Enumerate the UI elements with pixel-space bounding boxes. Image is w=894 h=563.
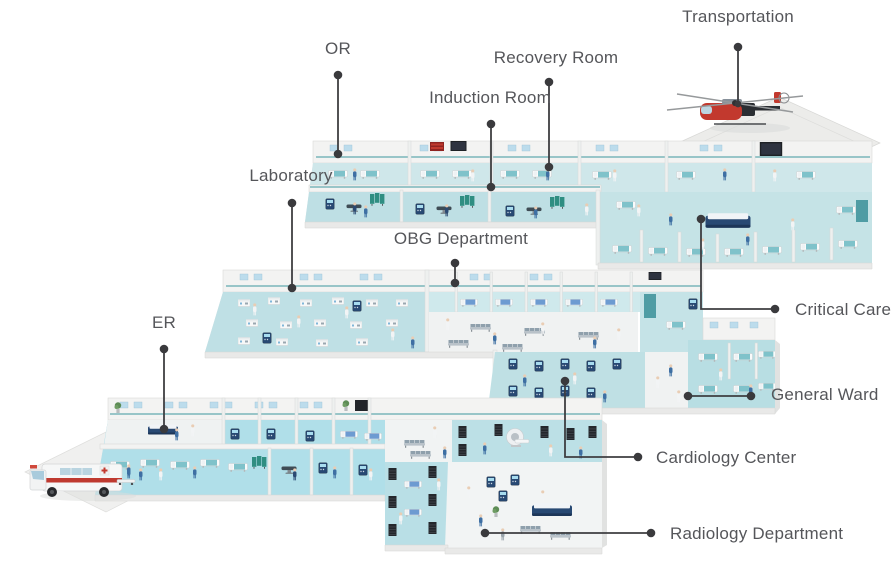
emergency-sign: [430, 142, 444, 151]
curtain: [856, 200, 868, 222]
ambulance: [29, 463, 143, 501]
light-bar: [30, 465, 37, 469]
anesthesia-machine: [415, 203, 425, 215]
monitor-cart: [358, 464, 368, 476]
lab-bench: [314, 319, 326, 327]
anesthesia-machine: [505, 205, 515, 217]
treatment-station: [534, 387, 544, 399]
surgical-back-wall: [312, 140, 873, 164]
lab-analyzer: [352, 300, 362, 312]
imaging-console: [510, 474, 520, 486]
helicopter-shadow: [710, 123, 790, 133]
doorway: [355, 400, 369, 411]
lab-bench: [386, 319, 398, 327]
equipment-rack: [458, 426, 467, 438]
label-cardiology-center: Cardiology Center: [656, 448, 797, 467]
callout-obg-department: [450, 258, 460, 288]
xray-equipment: [388, 496, 397, 508]
wall-display: [450, 141, 467, 151]
lab-bench: [280, 321, 292, 329]
radiology-hall-floor: [445, 462, 602, 548]
label-critical-care: Critical Care: [795, 300, 892, 319]
label-induction-room: Induction Room: [429, 88, 551, 107]
ambulance-stripe: [42, 478, 122, 483]
ambulance-shadow: [40, 491, 136, 501]
lab-bench: [238, 337, 250, 345]
monitor-cart: [230, 428, 240, 440]
treatment-station: [612, 358, 622, 370]
emergency-floor: [24, 397, 607, 555]
nurse-station: [705, 213, 751, 228]
lab-bench: [350, 321, 362, 329]
label-general-ward: General Ward: [771, 385, 879, 404]
label-recovery-room: Recovery Room: [493, 48, 619, 67]
imaging-console: [498, 490, 508, 502]
xray-equipment: [388, 524, 397, 536]
callout-recovery-room: [544, 77, 554, 172]
equipment-rack: [566, 428, 575, 440]
diagnostic-floor: [204, 269, 780, 415]
monitor-cart: [318, 462, 328, 474]
monitor-cart: [266, 428, 276, 440]
xray-equipment: [388, 468, 397, 480]
lab-bench: [268, 297, 280, 305]
ward-corridor: [645, 352, 688, 408]
lab-bench: [396, 299, 408, 307]
treatment-station: [534, 360, 544, 372]
equipment-rack: [588, 426, 597, 438]
equipment-rack: [494, 424, 503, 436]
general-ward-floor: [688, 340, 775, 408]
equipment-rack: [458, 444, 467, 456]
label-laboratory: Laboratory: [249, 166, 333, 185]
wall-display: [759, 142, 783, 156]
anesthesia-machine: [325, 198, 335, 210]
label-er: ER: [151, 313, 177, 332]
treatment-station: [586, 387, 596, 399]
callouts: [159, 42, 780, 538]
callout-er: [159, 344, 169, 434]
monitor-cart: [688, 298, 698, 310]
surgical-floor: [304, 140, 873, 270]
callout-critical-care: [696, 214, 780, 314]
lab-bench: [246, 319, 258, 327]
lab-bench: [356, 338, 368, 346]
callout-induction-room: [486, 119, 496, 192]
treatment-station: [508, 385, 518, 397]
label-radiology-department: Radiology Department: [670, 524, 844, 543]
imaging-console: [486, 476, 496, 488]
callout-cardiology-center: [560, 376, 643, 462]
treatment-station: [508, 358, 518, 370]
callout-general-ward: [683, 391, 756, 401]
xray-equipment: [428, 522, 437, 534]
xray-equipment: [428, 494, 437, 506]
lab-bench: [366, 299, 378, 307]
callout-laboratory: [287, 198, 297, 293]
callout-radiology-department: [480, 528, 656, 538]
wall-display: [648, 272, 662, 280]
label-transportation: Transportation: [682, 7, 794, 26]
treatment-station: [560, 358, 570, 370]
lab-bench: [316, 339, 328, 347]
xray-equipment: [428, 466, 437, 478]
lab-bench: [238, 299, 250, 307]
callout-transportation: [733, 42, 743, 108]
lab-analyzer: [262, 332, 272, 344]
callout-or: [333, 70, 343, 159]
equipment-rack: [540, 426, 549, 438]
reception-desk: [532, 503, 572, 516]
label-obg-department: OBG Department: [393, 229, 529, 248]
lab-bench: [276, 338, 288, 346]
monitor-cart: [305, 430, 315, 442]
curtain: [644, 294, 656, 318]
label-or: OR: [325, 39, 351, 58]
treatment-station: [586, 360, 596, 372]
ward-back-wall: [702, 317, 776, 341]
lab-bench: [300, 299, 312, 307]
lab-bench: [332, 297, 344, 305]
